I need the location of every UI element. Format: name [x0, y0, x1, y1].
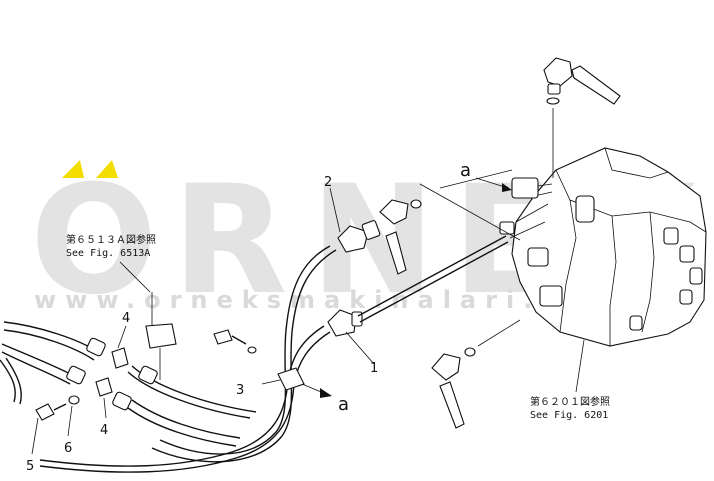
ref-6201-jp: 第６２０１図参照 [530, 395, 610, 408]
callout-1: 1 [370, 361, 378, 376]
watermark-letter-o: O [30, 154, 158, 328]
callout-3: 3 [236, 383, 244, 398]
callout-5: 5 [26, 459, 34, 474]
arrow-a-top [475, 177, 512, 192]
umlaut-dot-left [62, 160, 84, 178]
callout-4-upper: 4 [122, 311, 130, 326]
valve-port-fitting [511, 177, 553, 199]
watermark-letter-r: R [172, 154, 288, 328]
washer-6 [67, 395, 80, 437]
connectors [66, 337, 158, 411]
pressure-switch-2 [329, 187, 381, 253]
elbow-fitting-lower [431, 319, 521, 429]
clip-4-upper [111, 325, 129, 369]
top-elbow-fitting [543, 57, 621, 178]
callout-6: 6 [64, 441, 72, 456]
wiring-harness [0, 245, 337, 473]
bolt-center [213, 329, 257, 354]
elbow-fitting-upper [379, 199, 422, 275]
umlaut-dot-right [96, 160, 118, 178]
callout-2: 2 [324, 175, 332, 190]
arrow-a-bottom [301, 383, 332, 398]
clip-4-lower [95, 377, 113, 419]
mounting-bracket [145, 292, 177, 380]
ref-6513a-jp: 第６５１３Ａ図参照 [66, 233, 156, 246]
callout-4-lower: 4 [100, 423, 108, 438]
clamp-3 [261, 367, 305, 391]
long-tube [357, 235, 509, 323]
bolt-5 [31, 403, 67, 455]
connection-label-a-top: a [460, 160, 471, 181]
watermark-letter-n: N [310, 154, 436, 328]
control-valve [499, 147, 707, 347]
ref-6513a-en: See Fig. 6513A [66, 248, 150, 259]
connection-label-a-bottom: a [338, 394, 349, 415]
ref-6201-en: See Fig. 6201 [530, 410, 608, 421]
